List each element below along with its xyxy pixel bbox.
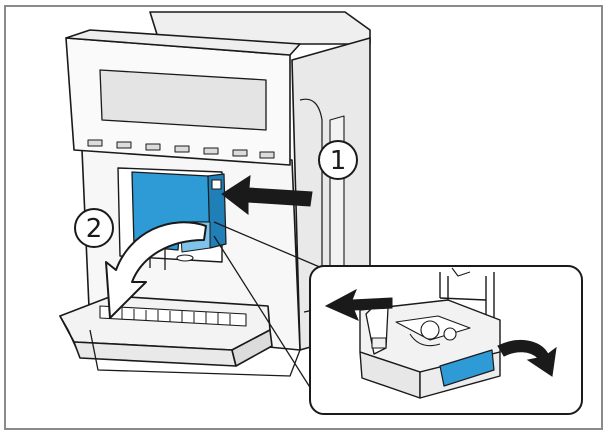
tray-grate	[99, 305, 247, 327]
svg-text:2: 2	[86, 214, 103, 244]
detail-inset	[309, 265, 583, 415]
figure-frame	[4, 5, 603, 430]
svg-text:1: 1	[330, 146, 347, 176]
unit-blue-strip	[439, 349, 495, 387]
callout-line-top	[213, 221, 323, 269]
callout-line-bottom	[213, 235, 319, 401]
step-2-marker: 2	[74, 208, 114, 248]
inset-right-arrow	[497, 339, 557, 377]
step-1-marker: 1	[318, 140, 358, 180]
panel-buttons	[87, 139, 275, 159]
push-arrow	[221, 175, 313, 216]
display-screen	[99, 69, 267, 131]
inset-left-arrow	[324, 288, 393, 321]
pull-down-arrow	[105, 221, 207, 319]
latch-button	[211, 179, 222, 190]
